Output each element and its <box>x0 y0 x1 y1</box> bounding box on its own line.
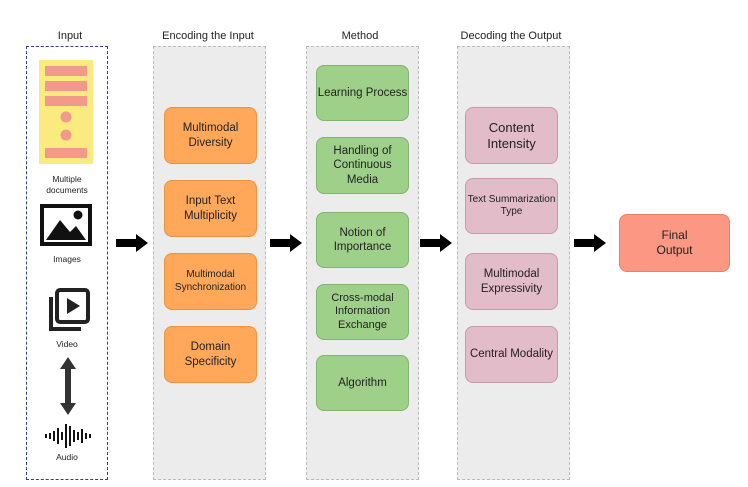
document-icon <box>39 60 93 164</box>
audio-label: Audio <box>56 452 78 462</box>
final-output-box: Final Output <box>619 214 730 272</box>
arrow-decoding-to-output-icon <box>574 234 606 252</box>
method-box-cross-modal-information-exchange: Cross-modal Information Exchange <box>316 284 409 340</box>
bidirectional-arrow-icon <box>60 357 76 415</box>
input-column-title: Input <box>57 30 83 42</box>
arrow-encoding-to-method-icon <box>270 234 302 252</box>
arrow-input-to-encoding-icon <box>116 234 148 252</box>
encoding-column-title: Encoding the Input <box>162 30 254 42</box>
method-column-title: Method <box>341 30 379 42</box>
decoding-box-content-intensity: Content Intensity <box>465 107 558 164</box>
encoding-box-domain-specificity: Domain Specificity <box>164 326 257 383</box>
documents-label: Multiple documents <box>46 174 88 195</box>
video-label: Video <box>56 339 78 349</box>
decoding-box-text-summarization-type: Text Summarization Type <box>465 178 558 234</box>
encoding-box-multimodal-synchronization: Multimodal Synchronization <box>164 253 257 310</box>
method-box-handling-continuous-media: Handling of Continuous Media <box>316 137 409 194</box>
method-box-notion-of-importance: Notion of Importance <box>316 212 409 268</box>
method-box-learning-process: Learning Process <box>316 65 409 121</box>
decoding-box-central-modality: Central Modality <box>465 326 558 383</box>
video-icon <box>49 288 90 331</box>
method-box-algorithm: Algorithm <box>316 355 409 411</box>
decoding-column-title: Decoding the Output <box>460 30 562 42</box>
input-panel: Multiple documents Images Video <box>26 46 108 480</box>
images-label: Images <box>53 254 81 264</box>
audio-waveform-icon <box>45 424 91 448</box>
encoding-box-input-text-multiplicity: Input Text Multiplicity <box>164 180 257 237</box>
arrow-method-to-decoding-icon <box>420 234 452 252</box>
decoding-box-multimodal-expressivity: Multimodal Expressivity <box>465 253 558 310</box>
encoding-box-multimodal-diversity: Multimodal Diversity <box>164 107 257 164</box>
image-icon <box>40 204 92 246</box>
